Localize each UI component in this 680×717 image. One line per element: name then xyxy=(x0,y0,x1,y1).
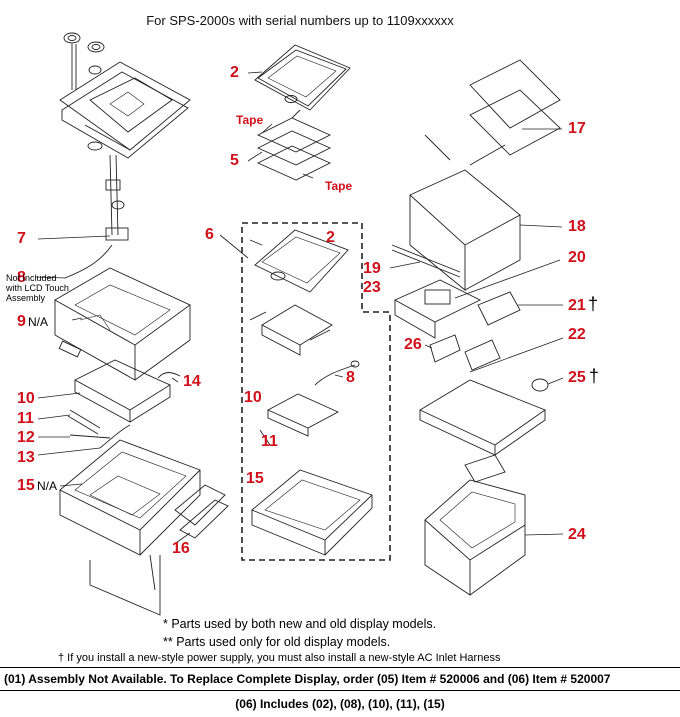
callout-20: 20 xyxy=(568,249,586,266)
not-included-note: Not Included with LCD Touch Assembly xyxy=(6,273,69,303)
footer-line-2: (06) Includes (02), (08), (10), (11), (1… xyxy=(235,697,445,711)
callout-9: 9 xyxy=(17,313,26,330)
callout-8-kit-cable: 8 xyxy=(346,369,355,386)
left-display-assembly xyxy=(54,32,229,616)
callout-23: 23 xyxy=(363,279,381,296)
na-label-9: N/A xyxy=(28,315,49,329)
callout-16: 16 xyxy=(172,540,190,557)
callout-11: 11 xyxy=(17,410,34,427)
callout-8: 8 xyxy=(17,269,26,286)
callout-19: 19 xyxy=(363,260,381,277)
callout-17: 17 xyxy=(568,120,586,137)
kit-06-dashed-box xyxy=(219,222,391,561)
callout-5-film: 5 xyxy=(230,152,239,169)
callout-10-kit: 10 xyxy=(244,389,262,406)
callout-7: 7 xyxy=(17,230,26,247)
callout-21: 21 xyxy=(568,297,586,314)
callout-2-kit-bezel: 2 xyxy=(326,229,335,246)
footer-divider-bottom xyxy=(0,690,680,691)
callout-24: 24 xyxy=(568,526,586,543)
diagram-title: For SPS-2000s with serial numbers up to … xyxy=(146,13,454,28)
dagger-21: † xyxy=(588,294,599,314)
footer-divider-top xyxy=(0,667,680,668)
footer-line-1: (01) Assembly Not Available. To Replace … xyxy=(4,672,611,686)
callout-25: 25 xyxy=(568,369,586,386)
right-base-unit xyxy=(391,59,561,596)
callout-18: 18 xyxy=(568,218,586,235)
callout-15-kit: 15 xyxy=(246,470,264,487)
note-power-supply: † If you install a new-style power suppl… xyxy=(58,652,501,664)
leader-lines xyxy=(35,71,564,546)
callout-13: 13 xyxy=(17,449,35,466)
dagger-25: † xyxy=(589,366,600,386)
exploded-parts-drawing xyxy=(35,32,564,616)
callout-14: 14 xyxy=(183,373,201,390)
tape-label-bottom: Tape xyxy=(325,179,353,193)
note-old-models: ** Parts used only for old display model… xyxy=(163,635,391,649)
callout-11-kit: 11 xyxy=(261,433,278,450)
callout-2-bezel: 2 xyxy=(230,64,239,81)
callout-15: 15 xyxy=(17,477,35,494)
na-label-15: N/A xyxy=(37,479,58,493)
callout-26: 26 xyxy=(404,336,422,353)
note-both-models: * Parts used by both new and old display… xyxy=(163,617,437,631)
callout-6-kit: 6 xyxy=(205,226,214,243)
callout-12: 12 xyxy=(17,429,35,446)
tape-label-top: Tape xyxy=(236,113,264,127)
center-top-assembly xyxy=(254,44,351,181)
callout-22: 22 xyxy=(568,326,586,343)
callout-10: 10 xyxy=(17,390,35,407)
